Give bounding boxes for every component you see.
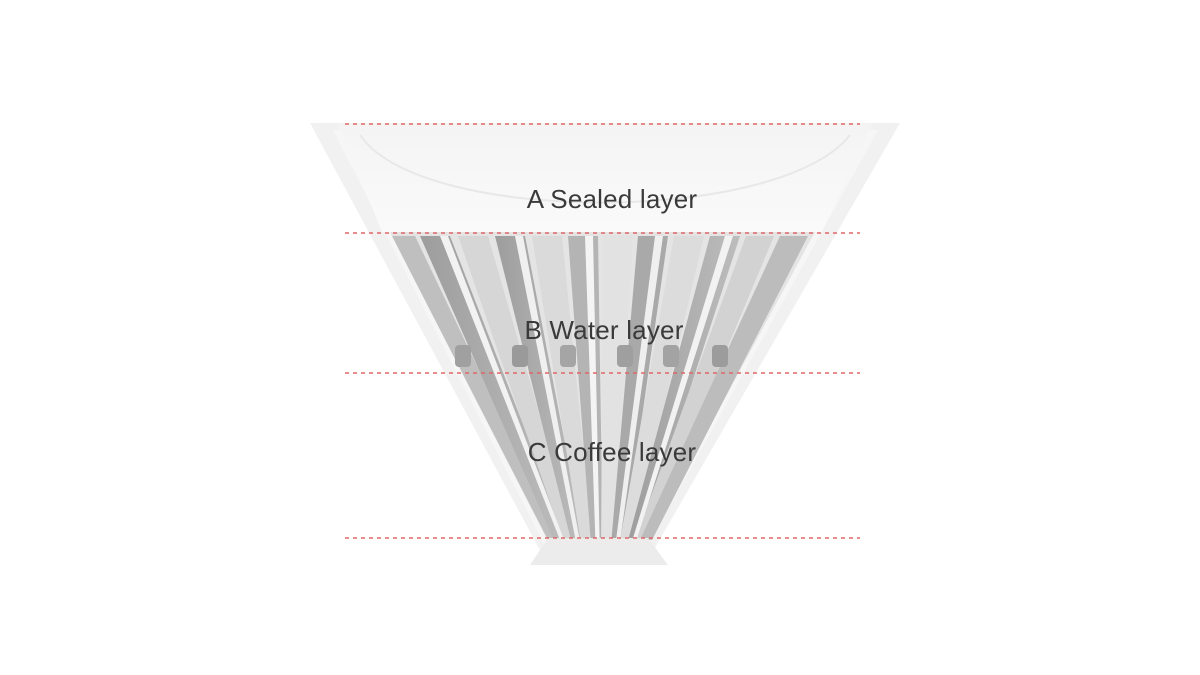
label-sealed-layer: A Sealed layer (526, 184, 698, 214)
sealed-band (338, 124, 872, 232)
label-water-layer: B Water layer (524, 315, 684, 345)
ribs (392, 236, 808, 558)
layer-dividers (345, 123, 860, 539)
label-coffee-layer: C Coffee layer (527, 437, 697, 467)
nozzle (530, 538, 668, 565)
